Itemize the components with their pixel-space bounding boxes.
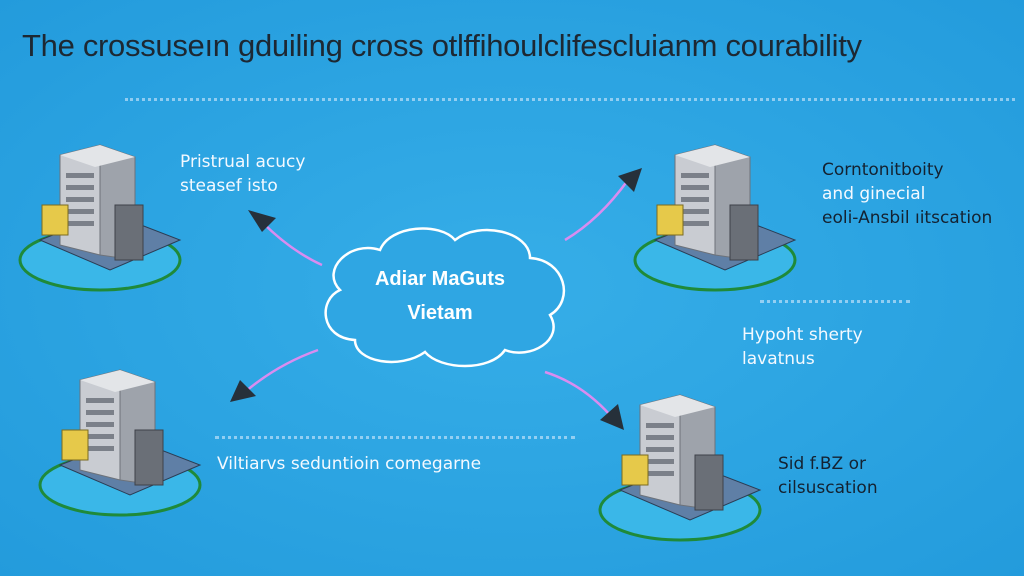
label-line: steasef isto <box>180 176 278 196</box>
label-line: Pristrual acucy <box>180 152 306 172</box>
arrowhead-top-right-icon <box>618 168 642 192</box>
server-top-left <box>18 143 182 292</box>
arrowhead-top-left-icon <box>248 210 276 232</box>
cloud-line-2: Vietam <box>407 302 473 324</box>
cloud-line-1: Adiar MaGuts <box>374 268 506 290</box>
label-middle-right: Hypoht sherty lavatnus <box>742 323 863 371</box>
arrow-to-top-right <box>564 179 630 242</box>
label-line: eoli-Ansbil ıitscation <box>822 208 993 228</box>
arrowhead-bottom-right-icon <box>600 404 624 430</box>
center-cloud <box>324 227 566 368</box>
divider-right <box>760 300 910 303</box>
page-title: The crossuseın gduiling cross otlffihoul… <box>22 28 862 63</box>
label-line: cilsuscation <box>778 478 878 498</box>
label-line: Viltiarvs seduntioin comegarne <box>217 454 482 474</box>
server-bottom-left <box>38 368 202 517</box>
server-top-right <box>633 143 797 292</box>
cloud-label: Adiar MaGuts Vietam <box>330 262 550 330</box>
label-line: and ginecial <box>822 184 926 204</box>
label-bottom-left: Viltiarvs seduntioin comegarne <box>217 452 481 476</box>
divider-bottom <box>215 436 575 439</box>
label-line: Sid f.BZ or <box>778 454 866 474</box>
arrow-to-top-left <box>261 221 323 267</box>
label-line: Hypoht sherty <box>742 325 863 345</box>
label-top-right: Corntonitboity and ginecial eoli-Ansbil … <box>822 158 992 230</box>
arrow-to-bottom-left <box>244 348 319 393</box>
label-line: lavatnus <box>742 349 815 369</box>
label-line: Corntonitboity <box>822 160 944 180</box>
arrowhead-bottom-left-icon <box>230 380 256 402</box>
label-bottom-right: Sid f.BZ or cilsuscation <box>778 452 878 500</box>
arrow-to-bottom-right <box>544 370 611 416</box>
server-bottom-right <box>598 393 762 542</box>
divider-top <box>125 98 1015 101</box>
label-top-left: Pristrual acucy steasef isto <box>180 150 305 198</box>
